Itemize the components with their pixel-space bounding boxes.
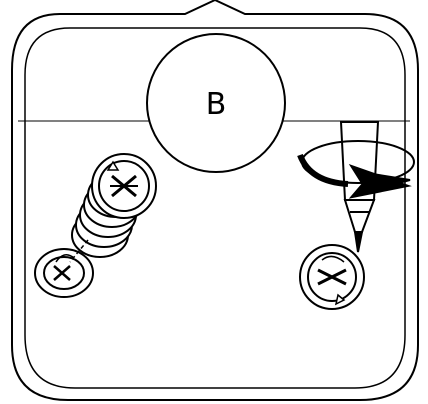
cam-lock-disc-icon bbox=[34, 248, 94, 298]
step-badge: B bbox=[146, 33, 286, 173]
step-label: B bbox=[206, 87, 227, 122]
frame-outline bbox=[11, 0, 419, 401]
rotation-arrow-icon bbox=[297, 140, 415, 199]
cam-lock-disc-turned-icon bbox=[299, 244, 365, 310]
assembly-guide-line bbox=[69, 239, 89, 263]
cam-lock-housing-icon bbox=[71, 153, 157, 258]
frame-inner-outline bbox=[24, 27, 406, 389]
